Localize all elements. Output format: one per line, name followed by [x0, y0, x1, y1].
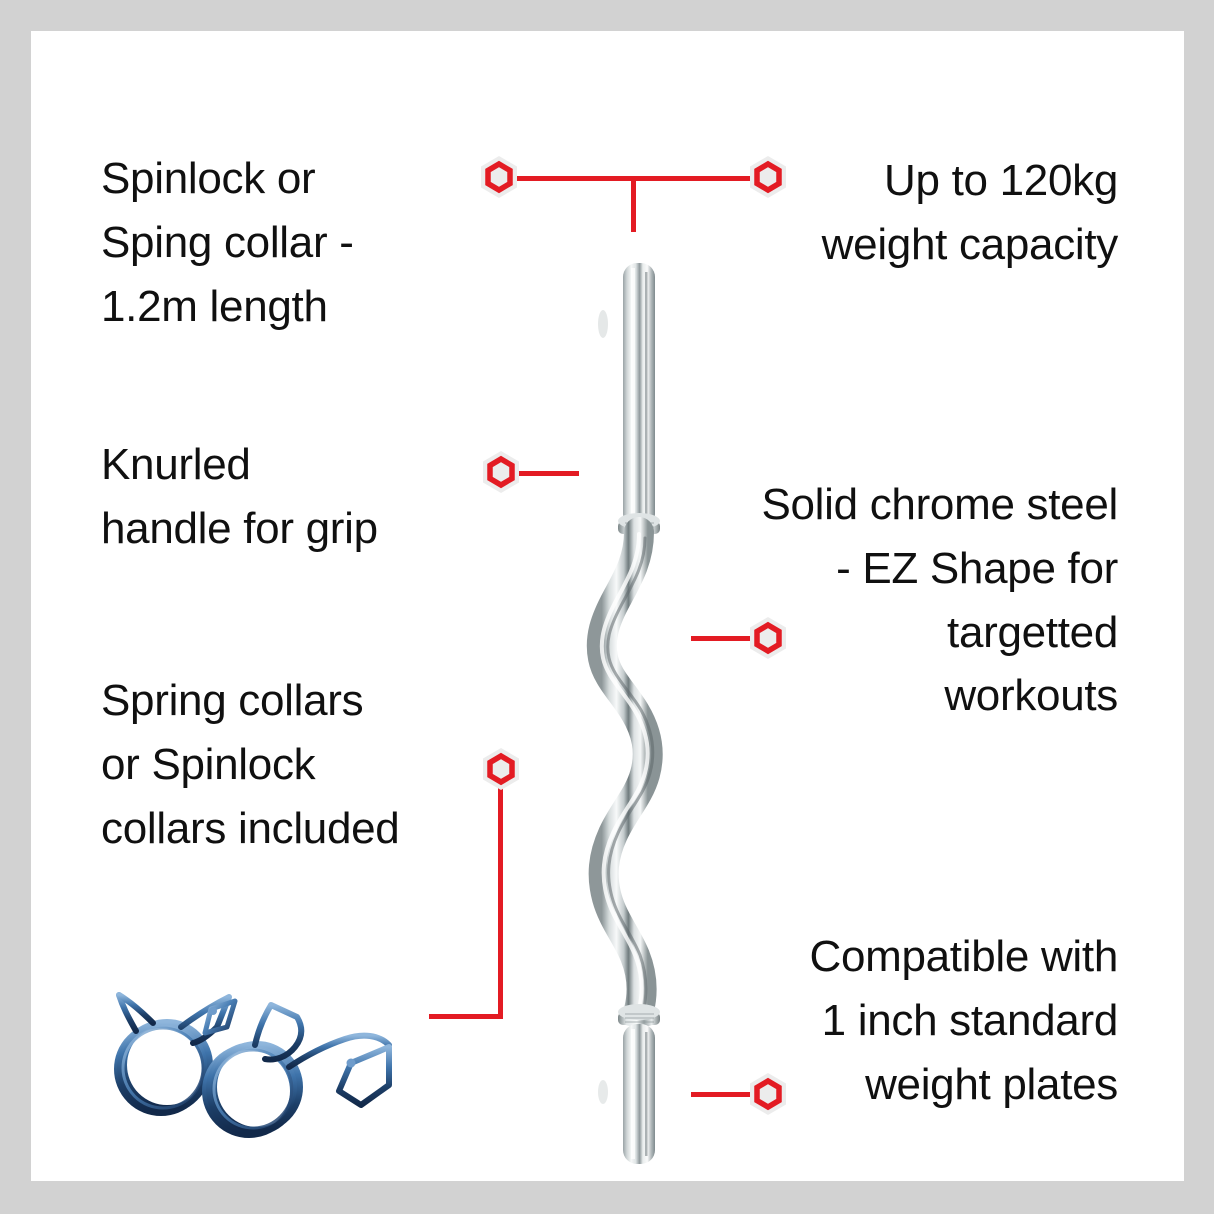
callout-text-capacity: Up to 120kg weight capacity	[821, 156, 1119, 269]
ez-curl-barbell-image	[555, 246, 735, 1176]
callout-text-spinlock: Spinlock or Sping collar - 1.2m length	[101, 154, 354, 331]
spring-collars-image	[89, 971, 439, 1151]
hex-marker-icon-knurled	[478, 449, 524, 495]
connector-line-springs-horizontal	[429, 1014, 503, 1019]
callout-text-chrome: Solid chrome steel - EZ Shape for target…	[761, 480, 1118, 721]
hex-marker-icon-chrome	[745, 615, 791, 661]
hex-marker-icon-spinlock	[476, 154, 522, 200]
hex-marker-icon-capacity	[745, 154, 791, 200]
hex-marker-icon-plates	[745, 1071, 791, 1117]
connector-line-chrome	[691, 636, 757, 641]
hex-marker-icon-springs	[478, 746, 524, 792]
infographic-canvas: Spinlock or Sping collar - 1.2m length U…	[31, 31, 1184, 1181]
connector-line-knurled	[517, 471, 579, 476]
callout-text-knurled: Knurled handle for grip	[101, 440, 378, 553]
connector-line-top-drop	[631, 176, 636, 232]
callout-text-plates: Compatible with 1 inch standard weight p…	[809, 932, 1118, 1109]
connector-line-plates	[691, 1092, 757, 1097]
callout-text-springs: Spring collars or Spinlock collars inclu…	[101, 676, 400, 853]
connector-line-springs-vertical	[498, 776, 503, 1019]
